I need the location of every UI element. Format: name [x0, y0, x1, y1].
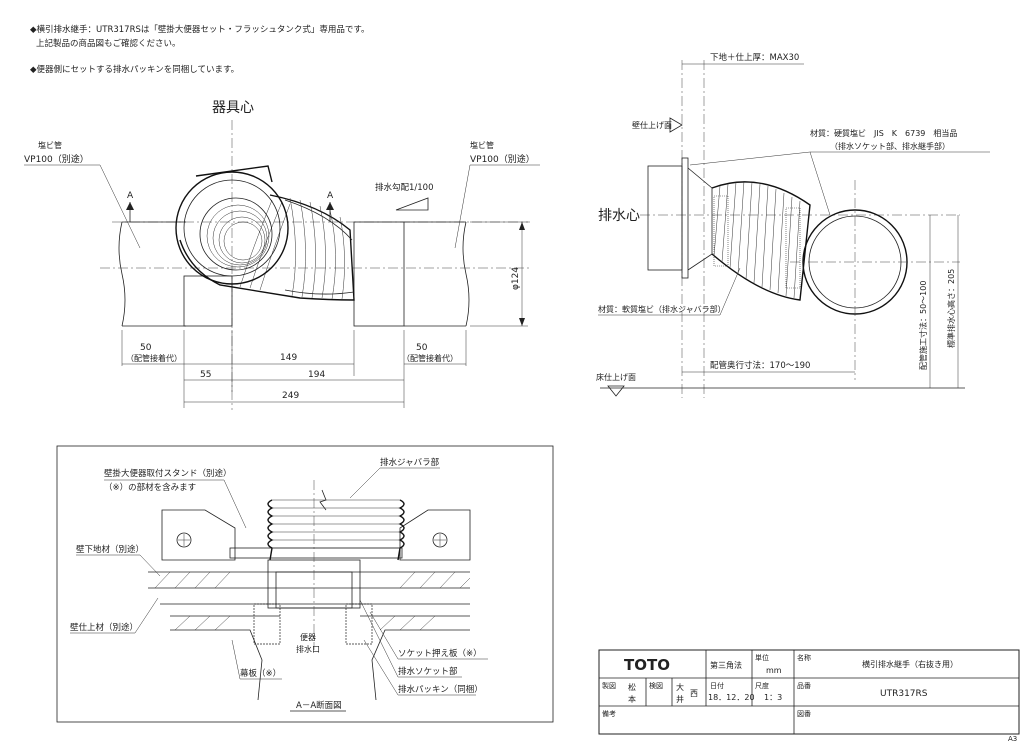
section-bellows	[267, 489, 405, 561]
packing-right	[345, 603, 373, 645]
section-view: 壁掛大便器取付スタンド（別途） （※）の部材を含みます 排水ジャバラ部 壁下地材…	[56, 445, 554, 723]
plan-pipe-right-2: VP100（別途）	[470, 153, 535, 165]
packing-left	[253, 603, 281, 645]
plan-inlet	[175, 165, 289, 285]
dim-249: 249	[282, 391, 299, 401]
packing-label: 排水パッキン（同梱）	[398, 684, 483, 695]
wall-base-label: 壁下地材（別途）	[76, 544, 144, 555]
name-label: 名称	[797, 653, 811, 662]
drawn-1: 松	[628, 682, 636, 692]
height-std-label: 標準排水心高さ：205	[946, 269, 956, 348]
material2-label: 材質：軟質塩ビ（排水ジャバラ部）	[598, 304, 726, 314]
drawn-2: 本	[628, 694, 636, 704]
section-mark-left: A	[127, 191, 134, 201]
left-socket	[183, 275, 233, 327]
section-title: A－A断面図	[296, 700, 342, 711]
floor-thick-label: 下地＋仕上厚：MAX30	[710, 52, 799, 63]
wall-finish-label-sec: 壁仕上材（別途）	[70, 622, 138, 633]
unit-value: mm	[766, 666, 782, 675]
dim-50-right: 50	[416, 343, 428, 353]
dim-55: 55	[200, 370, 211, 380]
scale-value: 1：3	[764, 693, 782, 702]
pipe-length-label: 配管奥行寸法：170〜190	[710, 360, 810, 371]
wall-finish-label: 壁仕上げ面	[632, 120, 672, 130]
cover-label: 幕板（※）	[240, 668, 281, 679]
pipe-join-left: （配管接着代）	[126, 353, 182, 363]
right-pipe	[404, 221, 466, 327]
stand-right	[399, 509, 471, 561]
side-socket	[647, 165, 683, 271]
stand-label: 壁掛大便器取付スタンド（別途）	[104, 468, 232, 479]
check-3: 西	[690, 689, 698, 698]
left-pipe	[122, 221, 186, 327]
bellows-label: 排水ジャバラ部	[380, 457, 440, 468]
stand-left	[161, 509, 236, 561]
plan-pipe-left-1: 塩ビ管	[38, 140, 62, 150]
check-2: 井	[676, 694, 684, 704]
plan-center-label: 器具心	[212, 100, 254, 116]
dim-149: 149	[280, 353, 297, 363]
left-pipe-break	[118, 221, 126, 327]
unit-label: 単位	[755, 653, 769, 662]
plan-pipe-right-1: 塩ビ管	[470, 140, 494, 150]
check-1: 大	[676, 682, 684, 692]
dim-50-left: 50	[140, 343, 152, 353]
date-label: 日付	[710, 681, 724, 690]
check-label: 検図	[649, 681, 663, 690]
socket-label: 排水ソケット部	[398, 666, 458, 677]
drain-center-label: 排水心	[598, 208, 640, 224]
height-range-label: 配管施工寸法：50〜100	[918, 281, 928, 370]
drawn-label: 製図	[602, 681, 616, 690]
remarks-label: 備考	[602, 709, 616, 718]
sheet-size: A3	[1008, 735, 1017, 743]
plan-view: 器具心 塩ビ	[24, 100, 540, 410]
dim-dia: φ124	[511, 267, 521, 290]
toto-logo: TOTO	[624, 656, 670, 674]
slope-triangle	[395, 197, 429, 211]
title-block: TOTO 第三角法 単位 mm 名称 横引排水継手（右抜き用） 製図 松 本 検…	[598, 649, 1020, 743]
right-pipe-break	[462, 221, 470, 327]
note-line-2: 上記製品の商品図もご確認ください。	[36, 38, 181, 49]
side-bellows	[711, 180, 811, 301]
pipe-join-right: （配管接着代）	[402, 353, 458, 363]
part-label: 品番	[797, 682, 811, 690]
floor-finish-label: 床仕上げ面	[596, 372, 636, 382]
plan-bellows	[179, 194, 355, 301]
projection: 第三角法	[710, 660, 742, 670]
material1-line1: 材質：硬質塩ビ JIS K 6739 相当品	[810, 128, 957, 138]
part-number: UTR317RS	[880, 689, 928, 699]
dim-194: 194	[308, 370, 325, 380]
slope-label: 排水勾配1/100	[375, 182, 434, 193]
section-frame	[56, 445, 554, 723]
scale-label: 尺度	[755, 681, 769, 690]
stand-note: （※）の部材を含みます	[104, 482, 196, 493]
socket-plate-label: ソケット押え板（※）	[398, 648, 482, 659]
drawing-no-label: 図番	[797, 710, 811, 718]
right-socket	[353, 221, 405, 327]
material1-line2: （排水ソケット部、排水継手部）	[830, 141, 950, 151]
date-value: 18．12．20	[708, 693, 755, 702]
note-line-3: ◆便器側にセットする排水パッキンを同梱しています。	[30, 64, 239, 75]
side-view: 下地＋仕上厚：MAX30 壁仕上げ面 材質：硬質塩ビ JIS K 6739 相当…	[596, 52, 990, 398]
note-line-1: ◆横引排水継手：UTR317RSは「壁掛大便器セット・フラッシュタンク式」専用品…	[30, 24, 370, 35]
outlet-label-1: 便器	[300, 632, 316, 642]
outlet-label-2: 排水口	[296, 644, 320, 654]
section-mark-right: A	[327, 191, 334, 201]
product-name: 横引排水継手（右抜き用）	[862, 659, 958, 669]
plan-pipe-left-2: VP100（別途）	[24, 153, 89, 165]
